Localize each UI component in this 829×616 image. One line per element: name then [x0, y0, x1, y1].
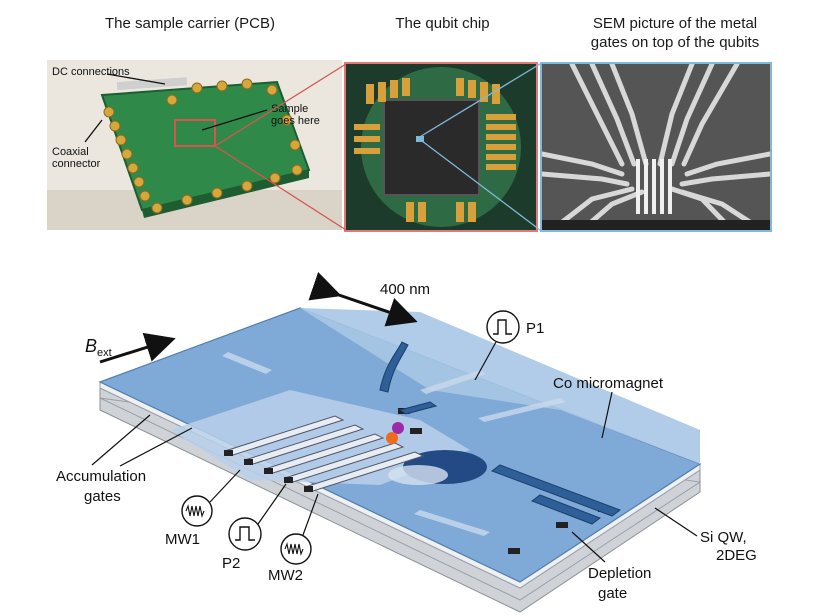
p2-pulse-icon — [229, 518, 261, 550]
qubit-dot-purple — [392, 422, 404, 434]
p1-label: P1 — [526, 320, 544, 337]
si-line1: Si QW, — [700, 529, 747, 546]
micromagnet-label: Co micromagnet — [553, 375, 664, 392]
scale-label: 400 nm — [380, 281, 430, 298]
dot-shadow — [388, 465, 448, 485]
depl-line2: gate — [598, 585, 627, 602]
accum-line1: Accumulation — [56, 468, 146, 485]
si-line2: 2DEG — [716, 547, 757, 564]
mw2-label: MW2 — [268, 567, 303, 584]
qubit-dot-orange — [386, 432, 398, 444]
accum-line2: gates — [84, 488, 121, 505]
depletion-gate-label: Depletion gate — [588, 565, 656, 602]
p1-pulse-icon — [487, 311, 519, 343]
field-label: Bext — [85, 336, 112, 359]
callout-lines — [0, 0, 829, 260]
field-symbol: B — [85, 336, 97, 356]
depl-line1: Depletion — [588, 565, 651, 582]
p2-label: P2 — [222, 555, 240, 572]
si-qw-label: Si QW, 2DEG — [700, 529, 757, 564]
field-subscript: ext — [97, 347, 112, 359]
mw1-label: MW1 — [165, 531, 200, 548]
accumulation-gates-label: Accumulation gates — [56, 468, 150, 505]
device-diagram: 400 nm Bext P1 Co micromagnet Accumulati… — [0, 270, 829, 616]
